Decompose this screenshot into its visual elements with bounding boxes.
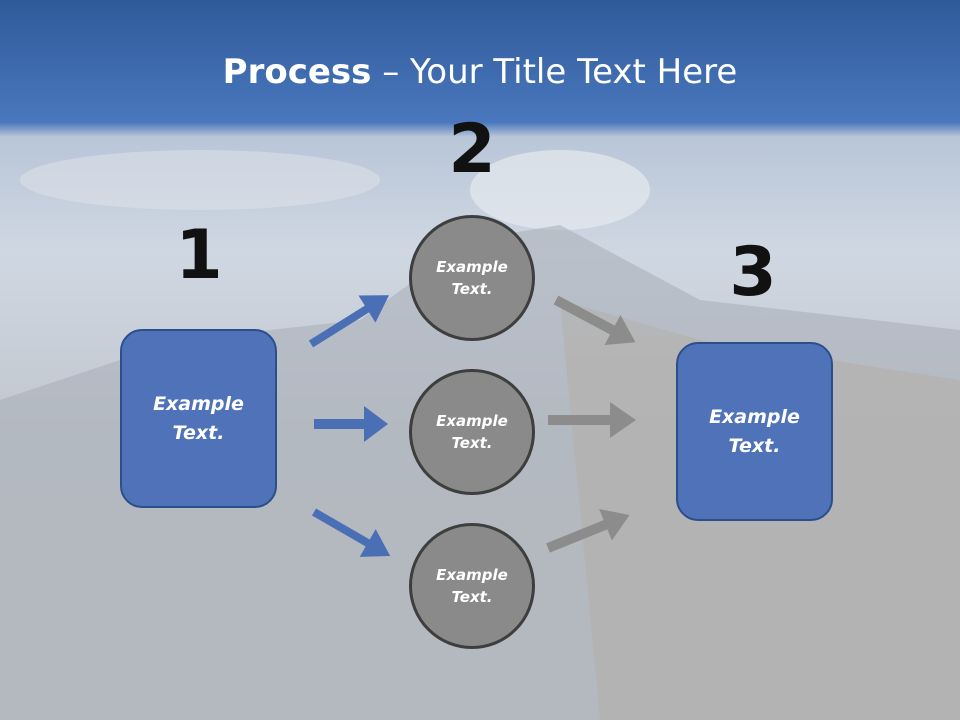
step-number-2: 2 [448, 110, 496, 189]
right-box-line1: Example [709, 406, 800, 428]
arrow-left-to-bottom [312, 508, 391, 557]
right-box-line2: Text. [728, 434, 781, 457]
arrow-top-to-right [553, 295, 636, 346]
arrow-left-to-top [308, 295, 390, 348]
title-separator: – [371, 52, 411, 92]
step-number-3: 3 [729, 233, 777, 312]
bottom-circle-line2: Text. [451, 588, 493, 606]
top-circle-line2: Text. [451, 280, 493, 298]
slide-title: Process – Your Title Text Here [0, 52, 960, 92]
bottom-circle-line1: Example [436, 565, 508, 584]
top-circle-line1: Example [436, 257, 508, 276]
title-bold: Process [222, 52, 372, 92]
left-box-line1: Example [153, 393, 244, 415]
step-number-1: 1 [175, 216, 223, 295]
arrow-left-to-middle [314, 406, 388, 442]
middle-circle-line2: Text. [451, 434, 493, 452]
middle-circle-line1: Example [436, 411, 508, 430]
arrow-bottom-to-right [546, 509, 630, 553]
title-rest: Your Title Text Here [410, 52, 738, 92]
left-box-line2: Text. [172, 421, 225, 444]
arrow-middle-to-right [548, 402, 636, 438]
